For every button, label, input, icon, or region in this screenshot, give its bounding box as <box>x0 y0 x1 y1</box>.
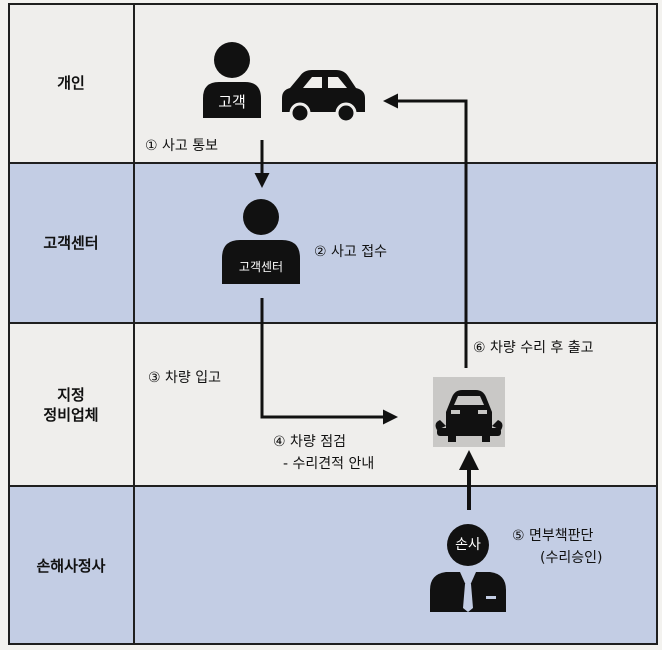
car-icon <box>282 70 365 124</box>
diagram-frame <box>8 3 658 645</box>
lane-label-personal: 개인 <box>57 74 85 92</box>
customer-badge: 고객 <box>218 93 246 111</box>
arrow-release <box>383 93 468 368</box>
lane-divider <box>8 162 658 164</box>
adjuster-badge: 손사 <box>455 537 481 553</box>
step-4-label: ④ 차량 점검 <box>273 434 346 450</box>
lane-repair-shop <box>8 323 658 486</box>
step-1-label: ① 사고 통보 <box>145 138 218 154</box>
step-2-label: ② 사고 접수 <box>314 244 387 260</box>
step-5-detail: (수리승인) <box>540 550 603 566</box>
lane-customer-center <box>8 163 658 323</box>
step-5-label: ⑤ 면부책판단 <box>512 528 594 544</box>
step-4-detail: - 수리견적 안내 <box>283 456 375 472</box>
step-3-label: ③ 차량 입고 <box>148 370 221 386</box>
arrow-vehicle-in <box>260 298 398 425</box>
call-center-person-icon <box>222 199 300 284</box>
label-column-divider <box>133 3 135 645</box>
lane-label-repair-shop: 지정 정비업체 <box>43 385 99 424</box>
lane-adjuster <box>8 486 658 645</box>
customer-person-icon <box>203 42 261 118</box>
call-center-badge: 고객센터 <box>238 260 284 274</box>
lane-label-adjuster: 손해사정사 <box>36 556 106 575</box>
lane-label-customer-center: 고객센터 <box>43 234 99 252</box>
repair-shop-icon <box>433 377 505 447</box>
lane-divider <box>8 322 658 324</box>
adjuster-person-icon <box>430 524 506 612</box>
step-6-label: ⑥ 차량 수리 후 출고 <box>473 340 594 356</box>
lane-divider <box>8 485 658 487</box>
